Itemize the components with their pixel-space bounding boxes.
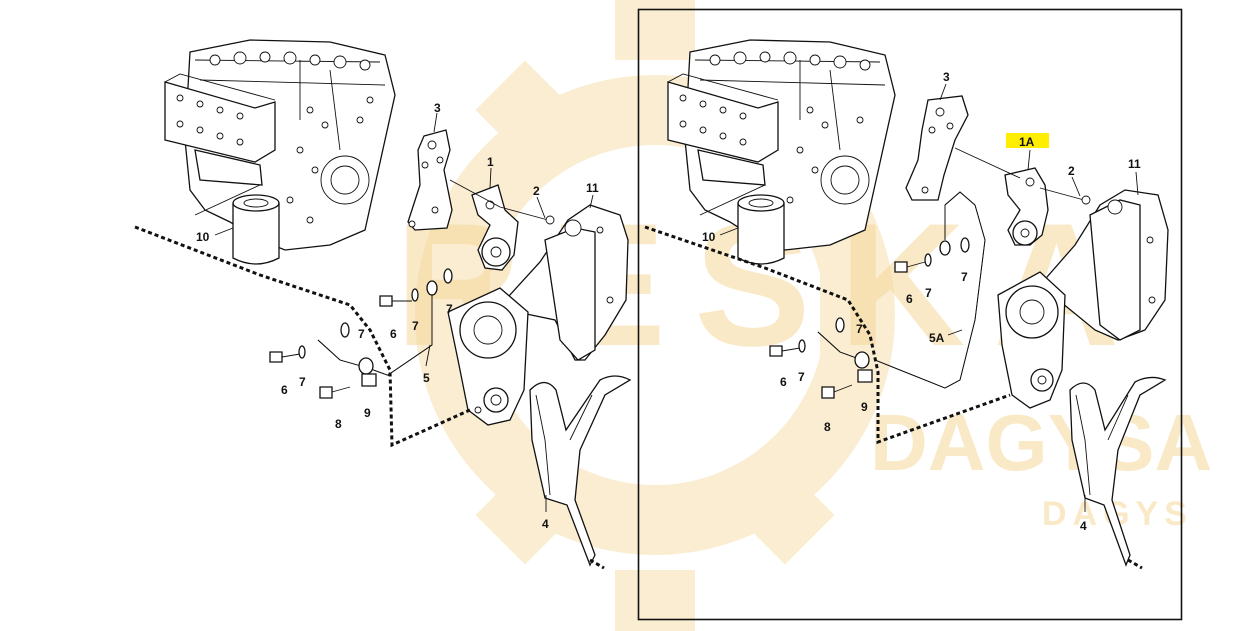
timing-cover	[447, 204, 629, 426]
left-label-7d: 7	[299, 375, 306, 389]
mounting-bracket	[407, 129, 453, 231]
fasteners	[269, 268, 453, 399]
right-labels: 3 1A 2 11 10 6 7 7 7 5A 6 7 9 8 4	[702, 70, 1141, 533]
drive-belt-right	[1069, 376, 1167, 570]
left-label-3: 3	[434, 101, 441, 115]
left-hose-dashed-route	[134, 225, 471, 448]
left-label-4: 4	[542, 517, 549, 531]
timing-cover-right	[997, 189, 1169, 409]
right-leaders	[699, 83, 1139, 512]
left-label-9: 9	[364, 406, 371, 420]
left-label-7b: 7	[446, 302, 453, 316]
right-label-3: 3	[943, 70, 950, 84]
left-label-8: 8	[335, 417, 342, 431]
right-hose-dashed-route	[644, 225, 1011, 445]
bolt-2-right	[1039, 187, 1091, 205]
oil-filter	[232, 194, 280, 265]
right-label-7a: 7	[925, 286, 932, 300]
mounting-bracket-right	[905, 95, 969, 201]
left-label-2: 2	[533, 184, 540, 198]
drive-belt	[529, 375, 632, 570]
right-label-4: 4	[1080, 519, 1087, 533]
right-label-6a: 6	[906, 292, 913, 306]
right-label-2: 2	[1068, 164, 1075, 178]
watermark-company: DAGYSA	[870, 398, 1212, 487]
right-label-11: 11	[1128, 157, 1141, 171]
left-label-6a: 6	[390, 327, 397, 341]
left-label-7c: 7	[358, 327, 365, 341]
left-label-7a: 7	[412, 319, 419, 333]
right-view-frame	[637, 8, 1183, 621]
right-label-1a: 1A	[1019, 135, 1035, 149]
oil-filter-right	[737, 194, 785, 265]
left-leaders	[194, 112, 594, 512]
oil-pipe	[317, 280, 438, 377]
right-label-7b: 7	[961, 270, 968, 284]
left-view: 3 1 2 11 10 6 7 7 7 5 6 7 9 8 4	[134, 39, 632, 570]
right-label-8: 8	[824, 420, 831, 434]
left-label-11: 11	[586, 181, 599, 195]
belt-tensioner-1a	[1004, 167, 1049, 246]
right-view: 3 1A 2 11 10 6 7 7 7 5A 6 7 9 8 4	[644, 39, 1169, 570]
engine-block	[184, 39, 396, 251]
highlight-1a	[1006, 133, 1049, 148]
oil-pipe-5a	[817, 191, 986, 389]
right-label-7c: 7	[856, 322, 863, 336]
left-label-5: 5	[423, 371, 430, 385]
right-label-5a: 5A	[929, 331, 945, 345]
left-labels: 3 1 2 11 10 6 7 7 7 5 6 7 9 8 4	[196, 101, 599, 531]
right-label-10: 10	[702, 230, 716, 244]
belt-tensioner	[471, 184, 519, 271]
right-label-9: 9	[861, 400, 868, 414]
right-label-7d: 7	[798, 370, 805, 384]
left-label-10: 10	[196, 230, 210, 244]
oil-cooler-right	[667, 73, 779, 186]
left-label-6b: 6	[281, 383, 288, 397]
right-label-6b: 6	[780, 375, 787, 389]
fasteners-right	[769, 237, 970, 399]
left-label-1: 1	[487, 155, 494, 169]
oil-cooler	[164, 73, 276, 186]
bolt-2	[499, 206, 555, 225]
